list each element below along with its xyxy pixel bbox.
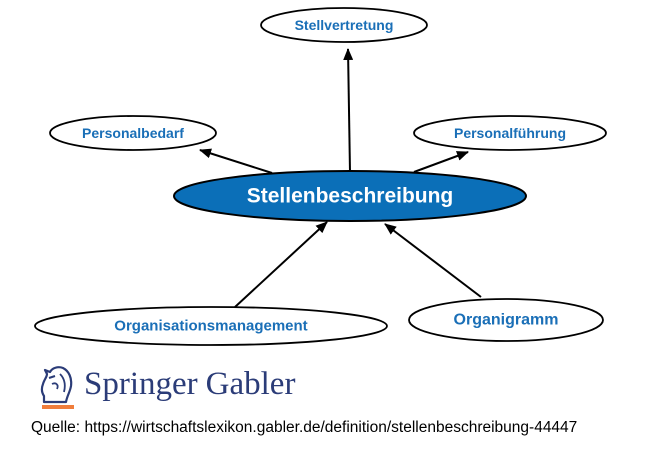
node-organigramm: Organigramm xyxy=(408,298,604,342)
node-personalbedarf-label: Personalbedarf xyxy=(82,125,184,141)
source-url: https://wirtschaftslexikon.gabler.de/def… xyxy=(84,419,578,436)
node-personalfuehrung: Personalführung xyxy=(413,115,607,151)
arrow-to-personalbedarf xyxy=(199,148,273,174)
logo-sub: Gabler xyxy=(205,366,296,402)
source-citation: Quelle: https://wirtschaftslexikon.gable… xyxy=(31,419,577,437)
logo-brand: Springer xyxy=(84,366,198,402)
node-stellenbeschreibung-label: Stellenbeschreibung xyxy=(247,185,454,208)
node-personalbedarf: Personalbedarf xyxy=(49,115,217,151)
node-personalfuehrung-label: Personalführung xyxy=(454,125,566,141)
source-prefix: Quelle: xyxy=(31,419,81,436)
arrow-to-stellvertretung xyxy=(343,48,354,173)
node-organigramm-label: Organigramm xyxy=(454,312,559,329)
node-stellvertretung: Stellvertretung xyxy=(260,7,428,43)
node-stellvertretung-label: Stellvertretung xyxy=(295,17,394,33)
node-organisationsmanagement: Organisationsmanagement xyxy=(34,306,388,346)
arrow-from-organigramm xyxy=(384,223,482,298)
node-organisationsmanagement-label: Organisationsmanagement xyxy=(114,318,307,335)
arrow-to-personalfuehrung xyxy=(413,151,469,173)
arrow-from-organisationsmanagement xyxy=(234,221,328,308)
node-stellenbeschreibung: Stellenbeschreibung xyxy=(173,170,527,222)
chess-knight-icon xyxy=(40,366,74,409)
